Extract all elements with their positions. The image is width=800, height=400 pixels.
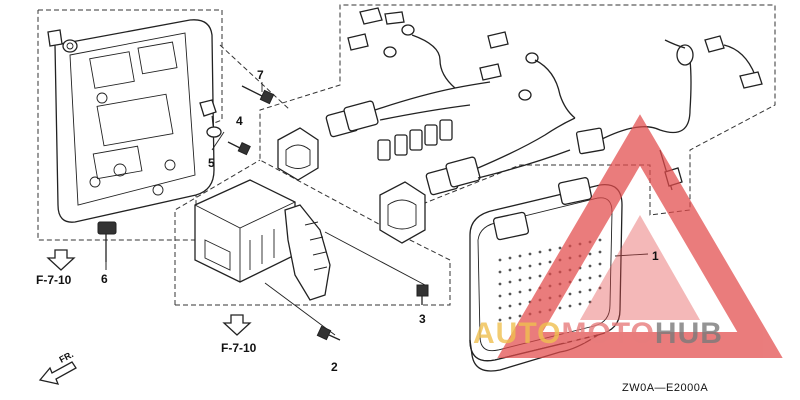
drawing-code: ZW0A—E2000A (622, 382, 709, 394)
ref-arrow-left (46, 249, 76, 271)
screw-6 (97, 221, 117, 270)
callout-4: 4 (236, 114, 243, 128)
watermark-triangle (497, 114, 783, 358)
callout-7: 7 (257, 68, 264, 82)
callout-2: 2 (331, 360, 338, 374)
leader-3 (324, 231, 426, 286)
callout-3: 3 (419, 312, 426, 326)
ref-arrow-center (222, 314, 252, 336)
callout-6: 6 (101, 272, 108, 286)
right-wire-harness (575, 35, 763, 191)
watermark-part-auto: AUTO (473, 317, 562, 350)
bolt-4 (227, 141, 251, 156)
ignition-coil-upper (325, 81, 491, 138)
reference-label-center: F-7-10 (221, 341, 257, 355)
mounting-bracket (284, 204, 331, 301)
watermark-logo: AUTOMOTOHUB (473, 317, 723, 351)
rubber-holder-upper (277, 127, 319, 181)
callout-1: 1 (652, 249, 659, 263)
reference-label-left: F-7-10 (36, 273, 72, 287)
callout-5: 5 (208, 156, 215, 170)
watermark-part-moto: MOTO (561, 317, 655, 350)
front-arrow (38, 361, 77, 385)
bolt-2 (316, 325, 341, 341)
ignition-coil-lower (425, 117, 576, 196)
bracket-guide-line (219, 44, 291, 111)
bolt-7 (241, 82, 275, 105)
grommet-parts (47, 29, 78, 53)
lower-group-outline (174, 159, 261, 305)
leader-5 (211, 131, 225, 151)
rubber-holder-lower (379, 181, 426, 244)
spark-plug-caps (347, 7, 576, 119)
bolt-3 (416, 284, 429, 305)
center-group-outline (175, 4, 776, 306)
leader-1 (614, 253, 649, 257)
clip-part (199, 99, 222, 138)
inverter-unit (194, 179, 296, 283)
leader-2 (264, 282, 336, 336)
watermark-part-hub: HUB (654, 317, 723, 350)
control-panel-frame (54, 19, 215, 223)
harness-clamps (377, 119, 453, 161)
